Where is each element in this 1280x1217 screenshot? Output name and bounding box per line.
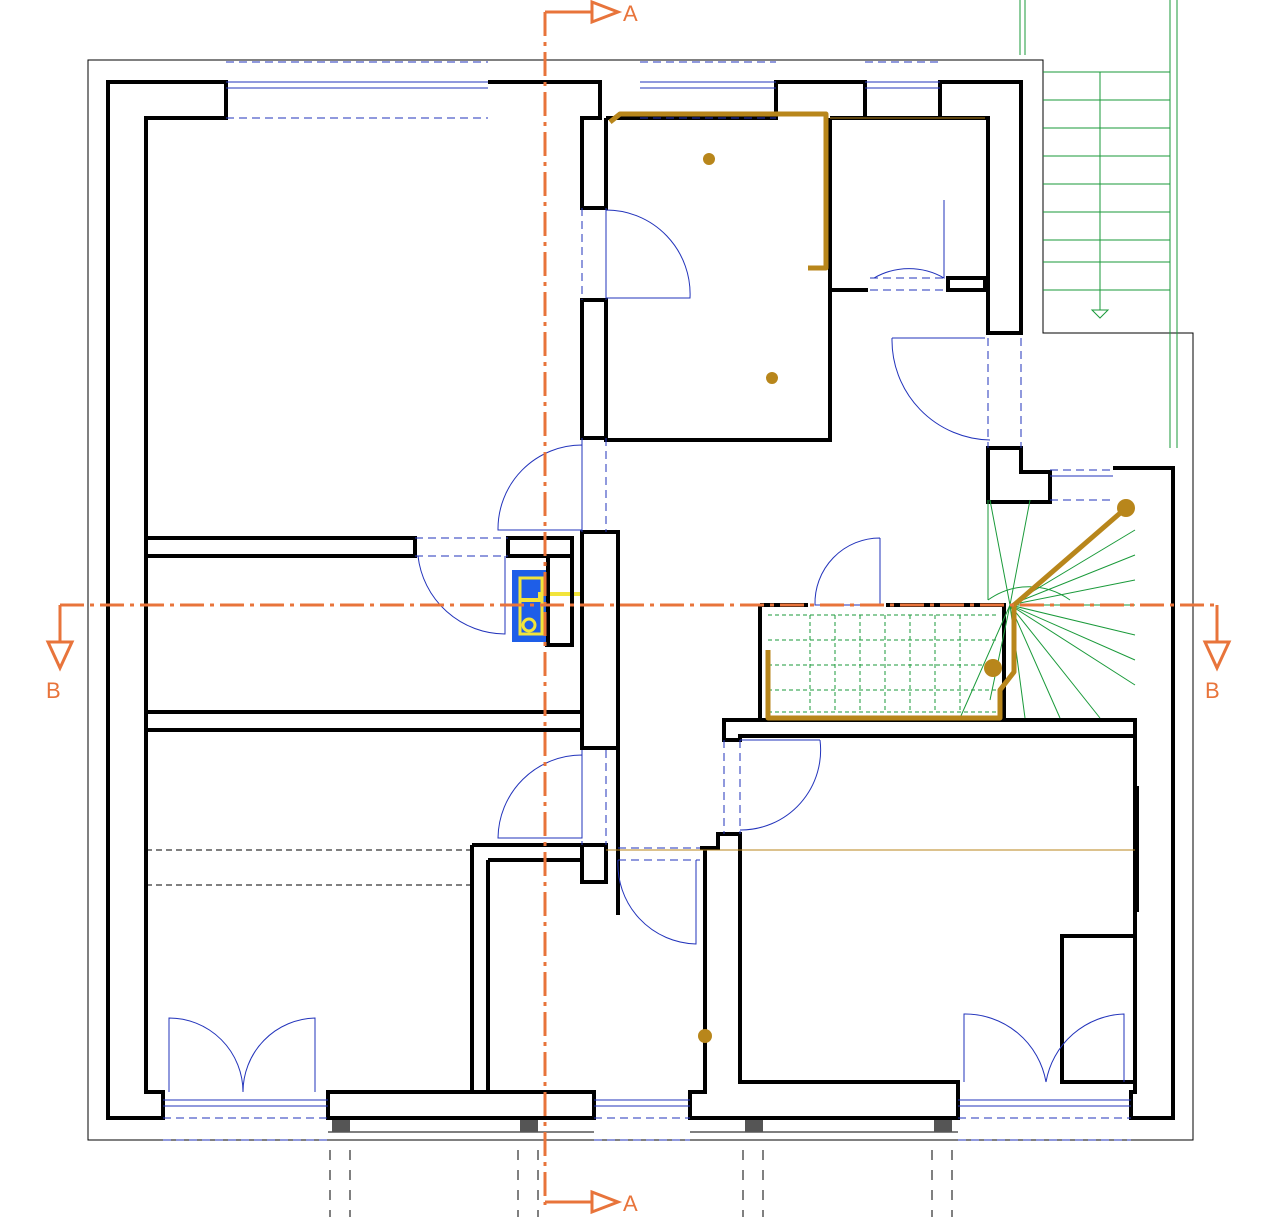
overhead-lines: [146, 849, 953, 1217]
sill-lines: [328, 1120, 958, 1133]
interior-stair: [768, 499, 1136, 719]
windows: [163, 61, 1131, 1141]
doors: [168, 200, 1125, 1093]
exterior-stair: [1019, 0, 1178, 448]
section-a-bottom-label: A: [623, 1191, 638, 1216]
section-b-line: B B: [45, 603, 1232, 703]
installations: [606, 111, 1135, 1043]
section-a-top-label: A: [623, 1, 638, 26]
section-a-line: A A: [543, 0, 638, 1216]
section-b-right-label: B: [1205, 678, 1220, 703]
outer-outline: [87, 59, 1194, 1141]
walls: [106, 80, 1175, 1120]
section-b-left-label: B: [46, 678, 61, 703]
